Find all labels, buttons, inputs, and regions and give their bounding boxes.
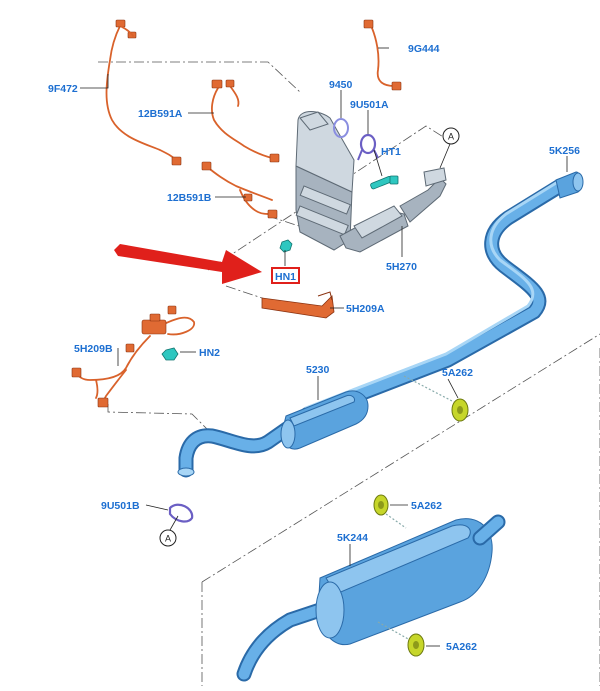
sensor-ht1 bbox=[370, 175, 399, 190]
gasket-9450 bbox=[333, 118, 349, 138]
silencer-5230 bbox=[280, 390, 369, 450]
callout-9450: 9450 bbox=[329, 79, 353, 91]
callout-12b591a: 12B591A bbox=[138, 108, 183, 120]
callout-ht1: HT1 bbox=[381, 146, 401, 158]
svg-text:A: A bbox=[448, 132, 454, 142]
pipe-5k256 bbox=[555, 171, 584, 199]
clamp-9u501b bbox=[168, 503, 194, 523]
catalytic-converter-9450 bbox=[295, 111, 447, 253]
svg-text:A: A bbox=[165, 534, 171, 544]
callout-labels: 9F472 9G444 9450 12B591A 9U501A HT1 12B5… bbox=[48, 43, 580, 653]
callout-5k244: 5K244 bbox=[337, 532, 368, 544]
rear-muffler-5k244 bbox=[236, 514, 506, 682]
callout-5k256: 5K256 bbox=[549, 145, 580, 157]
oxygen-sensor-9f472 bbox=[105, 19, 182, 166]
exhaust-temp-sensor-12b591b bbox=[201, 161, 278, 219]
exhaust-temp-sensor-12b591a bbox=[211, 79, 280, 163]
callout-5a262-upper: 5A262 bbox=[442, 367, 473, 379]
rubber-mount-5a262-upper bbox=[403, 375, 469, 422]
callout-9g444: 9G444 bbox=[408, 43, 440, 55]
callout-5h209a: 5H209A bbox=[346, 303, 385, 315]
oxygen-sensor-9g444 bbox=[363, 19, 402, 91]
reference-marker-a-bottom: A bbox=[159, 529, 177, 547]
wiring-harness-5h209b bbox=[71, 305, 195, 408]
callout-12b591b: 12B591B bbox=[167, 192, 212, 204]
reference-marker-a-top: A bbox=[442, 127, 460, 145]
nut-hn2 bbox=[161, 347, 179, 361]
highlight-box-hn1 bbox=[271, 267, 300, 284]
callout-5230: 5230 bbox=[306, 364, 330, 376]
callout-5h270: 5H270 bbox=[386, 261, 417, 273]
leader-lines bbox=[80, 47, 568, 647]
callout-9u501a: 9U501A bbox=[350, 99, 389, 111]
intermediate-pipe-5230 bbox=[177, 178, 568, 478]
clamp-9u501a bbox=[357, 133, 379, 161]
callout-5a262-lower: 5A262 bbox=[446, 641, 477, 653]
nut-hn1 bbox=[279, 239, 293, 253]
callout-5h209b: 5H209B bbox=[74, 343, 113, 355]
callout-9u501b: 9U501B bbox=[101, 500, 140, 512]
rubber-mount-5a262-middle bbox=[373, 494, 407, 529]
mounting-bracket-5h209a bbox=[261, 291, 335, 319]
callout-hn2: HN2 bbox=[199, 347, 220, 359]
rubber-mount-5a262-lower bbox=[377, 621, 425, 657]
callout-hn1: HN1 bbox=[275, 271, 296, 283]
callout-9f472: 9F472 bbox=[48, 83, 78, 95]
highlight-pointer-arrow bbox=[114, 244, 262, 284]
callout-5a262-middle: 5A262 bbox=[411, 500, 442, 512]
